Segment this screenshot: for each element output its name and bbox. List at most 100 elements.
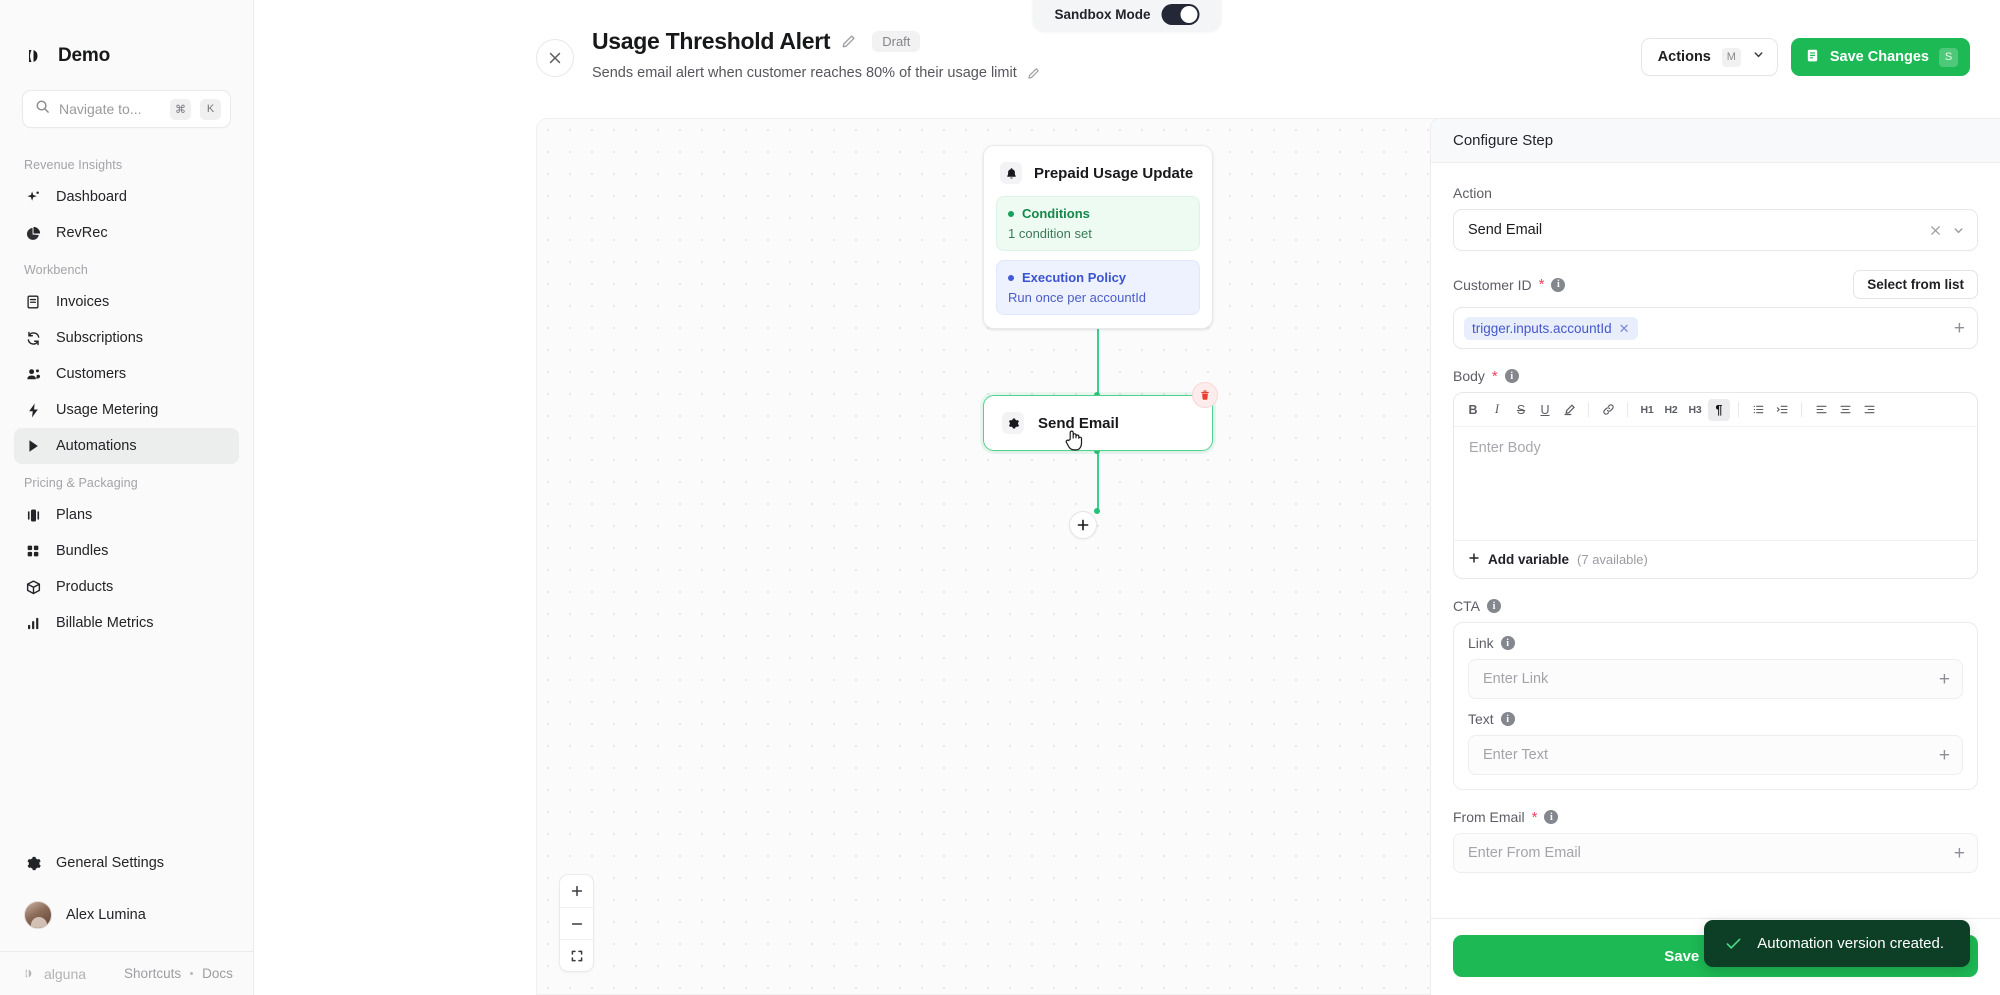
info-icon[interactable]: i [1504,369,1519,383]
edge-trigger-to-action [1097,315,1099,397]
edit-subtitle-pencil-icon[interactable] [1027,67,1040,80]
info-icon[interactable]: i [1486,599,1501,613]
field-label: Body * i [1453,368,1978,384]
action-node-send-email[interactable]: Send Email [983,395,1213,451]
toast-message: Automation version created. [1757,935,1944,952]
sidebar-item-customers[interactable]: Customers [14,356,239,392]
indent-list-icon[interactable] [1771,399,1793,421]
configure-step-panel: Configure Step Action Send Email [1430,118,2000,995]
info-icon[interactable]: i [1500,636,1515,650]
info-icon[interactable]: i [1500,712,1515,726]
action-node-title: Send Email [1038,414,1119,432]
required-asterisk: * [1531,808,1538,826]
zoom-out-button[interactable] [560,907,593,939]
check-icon [1724,934,1743,953]
sidebar-item-bundles[interactable]: Bundles [14,533,239,569]
trigger-node[interactable]: Prepaid Usage Update Conditions 1 condit… [983,145,1213,329]
trigger-chip-execution-policy[interactable]: Execution Policy Run once per accountId [996,260,1200,315]
sidebar-item-label: Dashboard [56,189,127,205]
add-variable-icon[interactable]: + [1938,668,1950,690]
sidebar-item-label: Products [56,579,114,595]
fit-view-button[interactable] [560,939,593,971]
pie-chart-icon [24,224,42,242]
edit-title-pencil-icon[interactable] [841,34,856,49]
bold-icon[interactable]: B [1468,402,1478,417]
sidebar-item-revrec[interactable]: RevRec [14,215,239,251]
sidebar-item-subscriptions[interactable]: Subscriptions [14,320,239,356]
align-right-icon[interactable] [1858,399,1880,421]
chip-title: Execution Policy [1022,270,1127,285]
align-left-icon[interactable] [1810,399,1832,421]
add-variable-button[interactable]: Add variable (7 available) [1454,540,1977,578]
remove-token-icon[interactable]: ✕ [1618,320,1630,336]
align-center-icon[interactable] [1834,399,1856,421]
sidebar-item-general-settings[interactable]: General Settings [14,845,239,881]
link-icon[interactable] [1597,399,1619,421]
user-menu[interactable]: Alex Lumina [14,895,239,935]
sidebar-item-dashboard[interactable]: Dashboard [14,179,239,215]
cta-text-input[interactable]: Enter Text + [1468,735,1963,775]
sidebar-item-products[interactable]: Products [14,569,239,605]
gear-icon [24,854,42,872]
brand[interactable]: Demo [0,0,253,72]
chevron-down-icon[interactable] [1952,224,1965,237]
field-label: CTA i [1453,598,1978,614]
search-input[interactable]: Navigate to... ⌘ K [22,90,231,128]
customer-id-input[interactable]: trigger.inputs.accountId ✕ + [1453,307,1978,349]
underline-icon[interactable]: U [1540,402,1550,417]
sidebar-item-label: Subscriptions [56,330,144,346]
save-changes-button[interactable]: Save Changes S [1790,38,1970,76]
cta-link-input[interactable]: Enter Link + [1468,659,1963,699]
available-variables-count: (7 available) [1577,552,1648,567]
paragraph-icon[interactable]: ¶ [1708,398,1730,421]
plans-icon [24,506,42,524]
sidebar-item-label: Plans [56,507,93,523]
cta-text-placeholder: Enter Text [1483,747,1549,763]
body-textarea[interactable]: Enter Body [1469,440,1541,456]
trigger-chip-conditions[interactable]: Conditions 1 condition set [996,196,1200,251]
h1-icon[interactable]: H1 [1640,403,1654,416]
sidebar-item-billable-metrics[interactable]: Billable Metrics [14,605,239,641]
zoom-in-button[interactable] [560,875,593,907]
close-button[interactable] [536,39,574,77]
h2-icon[interactable]: H2 [1664,403,1678,416]
sidebar-item-automations[interactable]: Automations [14,428,239,464]
add-step-button[interactable] [1069,511,1097,539]
footer-link-docs[interactable]: Docs [202,966,233,981]
highlight-icon[interactable] [1558,399,1580,421]
footer-link-shortcuts[interactable]: Shortcuts [124,966,182,981]
sandbox-mode-toggle[interactable] [1161,4,1200,25]
actions-button[interactable]: Actions M [1640,38,1778,76]
variable-token[interactable]: trigger.inputs.accountId ✕ [1464,316,1638,340]
kbd-cmd: ⌘ [170,98,191,120]
sandbox-mode-control[interactable]: Sandbox Mode [1032,0,1222,32]
add-variable-icon[interactable]: + [1953,842,1965,864]
from-email-input[interactable]: Enter From Email + [1453,833,1978,873]
from-email-placeholder: Enter From Email [1468,845,1581,861]
cta-text-label: Text [1468,711,1494,727]
body-rich-text-editor[interactable]: B I S U H1 [1453,392,1978,579]
bullet-list-icon[interactable] [1747,399,1769,421]
strikethrough-icon[interactable]: S [1516,402,1526,417]
field-cta-link: Link i Enter Link + [1468,635,1963,699]
info-icon[interactable]: i [1544,810,1559,824]
info-icon[interactable]: i [1551,277,1566,292]
h3-icon[interactable]: H3 [1688,403,1702,416]
required-asterisk: * [1538,276,1545,293]
variable-token-label: trigger.inputs.accountId [1472,320,1612,336]
chip-header: Execution Policy [1008,270,1188,285]
sidebar-item-plans[interactable]: Plans [14,497,239,533]
sidebar-item-usage-metering[interactable]: Usage Metering [14,392,239,428]
sidebar-item-invoices[interactable]: Invoices [14,284,239,320]
delete-step-button[interactable] [1192,382,1218,408]
select-from-list-button[interactable]: Select from list [1853,270,1978,299]
field-body: Body * i B I S U [1453,368,1978,579]
italic-icon[interactable]: I [1494,402,1500,416]
action-select[interactable]: Send Email [1453,209,1978,251]
add-variable-icon[interactable]: + [1953,317,1965,339]
add-variable-icon[interactable]: + [1938,744,1950,766]
toast-notification: Automation version created. [1704,920,1970,967]
sidebar-item-label: Customers [56,366,127,382]
clear-icon[interactable] [1929,224,1942,237]
sidebar: Demo Navigate to... ⌘ K Revenue Insights… [0,0,254,995]
